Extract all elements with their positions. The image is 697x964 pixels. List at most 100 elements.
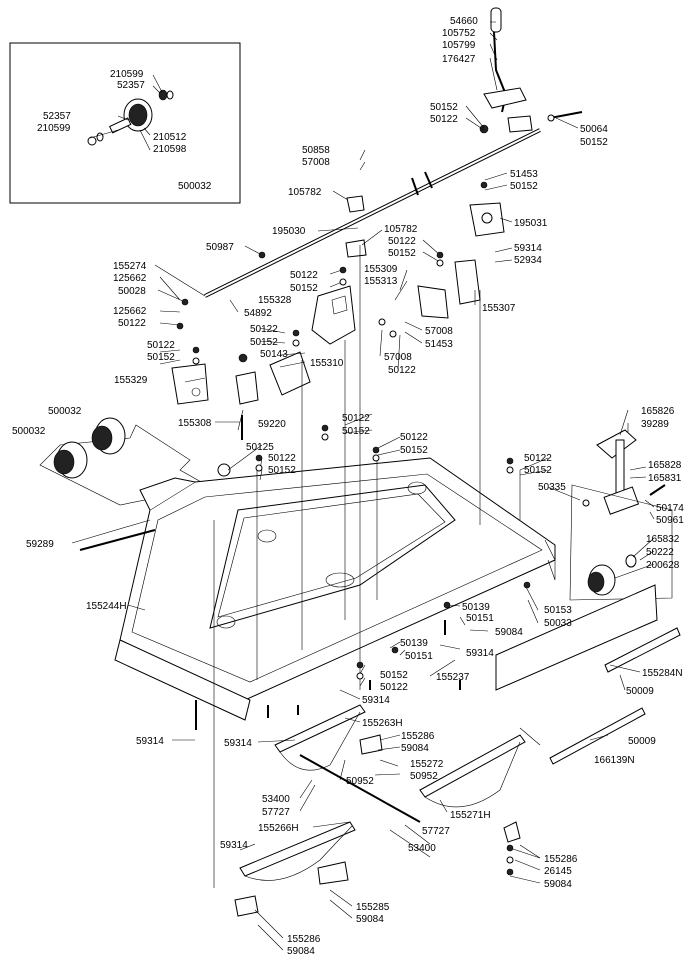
hardware (79, 181, 531, 876)
inset-box: 210599 52357 52357 210599 210512 210598 … (9, 42, 241, 204)
label-50858: 50858 (302, 145, 330, 156)
brackets (171, 195, 505, 405)
caster-assembly (569, 429, 673, 601)
label-50009-a: 50009 (626, 686, 654, 697)
label-50174: 50174 (656, 503, 684, 514)
label-155266H: 155266H (258, 823, 299, 834)
label-155284N: 155284N (642, 668, 683, 679)
label-50122-j: 50122 (268, 453, 296, 464)
leader-lines (71, 21, 655, 951)
label-155244H: 155244H (86, 601, 127, 612)
label-51453-a: 51453 (510, 169, 538, 180)
label-155274: 155274 (113, 261, 147, 272)
label-50152-l: 50152 (380, 670, 408, 681)
label-50961: 50961 (656, 515, 684, 526)
label-125662-a: 125662 (113, 273, 147, 284)
label-50152-e: 50152 (290, 283, 318, 294)
label-50122-f: 50122 (250, 324, 278, 335)
label-50122-c: 50122 (118, 318, 146, 329)
label-59084-c: 59084 (544, 879, 572, 890)
shift-lever-assembly (479, 7, 583, 134)
label-165828: 165828 (648, 460, 682, 471)
label-50152-a: 50152 (430, 102, 458, 113)
label-57727-a: 57727 (262, 807, 290, 818)
label-59084-d: 59084 (356, 914, 384, 925)
label-59314-b: 59314 (466, 648, 494, 659)
label-50122-k: 50122 (524, 453, 552, 464)
label-52934: 52934 (514, 255, 542, 266)
label-50122-h: 50122 (342, 413, 370, 424)
baffles (234, 704, 526, 917)
label-53400-b: 53400 (408, 843, 436, 854)
label-53400-a: 53400 (262, 794, 290, 805)
label-50952-b: 50952 (410, 771, 438, 782)
label-50151-b: 50151 (405, 651, 433, 662)
label-50122-b: 50122 (388, 236, 416, 247)
label-50952-a: 50952 (346, 776, 374, 787)
label-195031: 195031 (514, 218, 548, 229)
inset-label-52357-left: 52357 (43, 111, 71, 122)
label-50028: 50028 (118, 286, 146, 297)
label-50152-g: 50152 (147, 352, 175, 363)
label-155285: 155285 (356, 902, 390, 913)
deck-skirt (495, 584, 681, 765)
label-57008-a: 57008 (302, 157, 330, 168)
label-125662-b: 125662 (113, 306, 147, 317)
label-51453-b: 51453 (425, 339, 453, 350)
label-50122-g: 50122 (147, 340, 175, 351)
label-165832: 165832 (646, 534, 680, 545)
label-50139-b: 50139 (400, 638, 428, 649)
label-59314-d: 59314 (136, 736, 164, 747)
label-50152-i: 50152 (400, 445, 428, 456)
inset-label-210599-left: 210599 (37, 123, 71, 134)
label-105782-a: 105782 (288, 187, 322, 198)
label-54660: 54660 (450, 16, 478, 27)
label-59220: 59220 (258, 419, 286, 430)
label-155313: 155313 (364, 276, 398, 287)
label-500032-a: 500032 (48, 406, 82, 417)
inset-label-210598: 210598 (153, 144, 187, 155)
label-155263H: 155263H (362, 718, 403, 729)
label-105782-b: 105782 (384, 224, 418, 235)
inset-label-52357-top: 52357 (117, 80, 145, 91)
label-200628: 200628 (646, 560, 680, 571)
label-50143: 50143 (260, 349, 288, 360)
label-500032-b: 500032 (12, 426, 46, 437)
label-166139N: 166139N (594, 755, 635, 766)
label-57008-b: 57008 (425, 326, 453, 337)
deck-frame (114, 457, 556, 721)
label-59084-b: 59084 (401, 743, 429, 754)
label-50122-d: 50122 (290, 270, 318, 281)
label-50009-b: 50009 (628, 736, 656, 747)
label-50153: 50153 (544, 605, 572, 616)
label-50033: 50033 (544, 618, 572, 629)
label-50222: 50222 (646, 547, 674, 558)
part-labels: 54660 105752 105799 176427 50152 50122 5… (12, 16, 684, 957)
main-shaft (204, 128, 541, 298)
label-59314-e: 59314 (224, 738, 252, 749)
label-105752: 105752 (442, 28, 476, 39)
label-59289: 59289 (26, 539, 54, 550)
label-165831: 165831 (648, 473, 682, 484)
label-50139-a: 50139 (462, 602, 490, 613)
label-50152-c: 50152 (510, 181, 538, 192)
label-155237: 155237 (436, 672, 470, 683)
inset-label-210512: 210512 (153, 132, 187, 143)
anti-scalp-wheels (39, 417, 231, 506)
label-50335: 50335 (538, 482, 566, 493)
label-50152-j: 50152 (268, 465, 296, 476)
label-155286-c: 155286 (287, 934, 321, 945)
label-155309: 155309 (364, 264, 398, 275)
inset-label-500032: 500032 (178, 181, 212, 192)
label-50987: 50987 (206, 242, 234, 253)
label-105799: 105799 (442, 40, 476, 51)
label-26145: 26145 (544, 866, 572, 877)
label-50122-a: 50122 (430, 114, 458, 125)
label-165826: 165826 (641, 406, 675, 417)
label-50152-b: 50152 (580, 137, 608, 148)
label-50151-a: 50151 (466, 613, 494, 624)
inset-label-210599-top: 210599 (110, 69, 144, 80)
label-50122-i: 50122 (400, 432, 428, 443)
label-50125: 50125 (246, 442, 274, 453)
